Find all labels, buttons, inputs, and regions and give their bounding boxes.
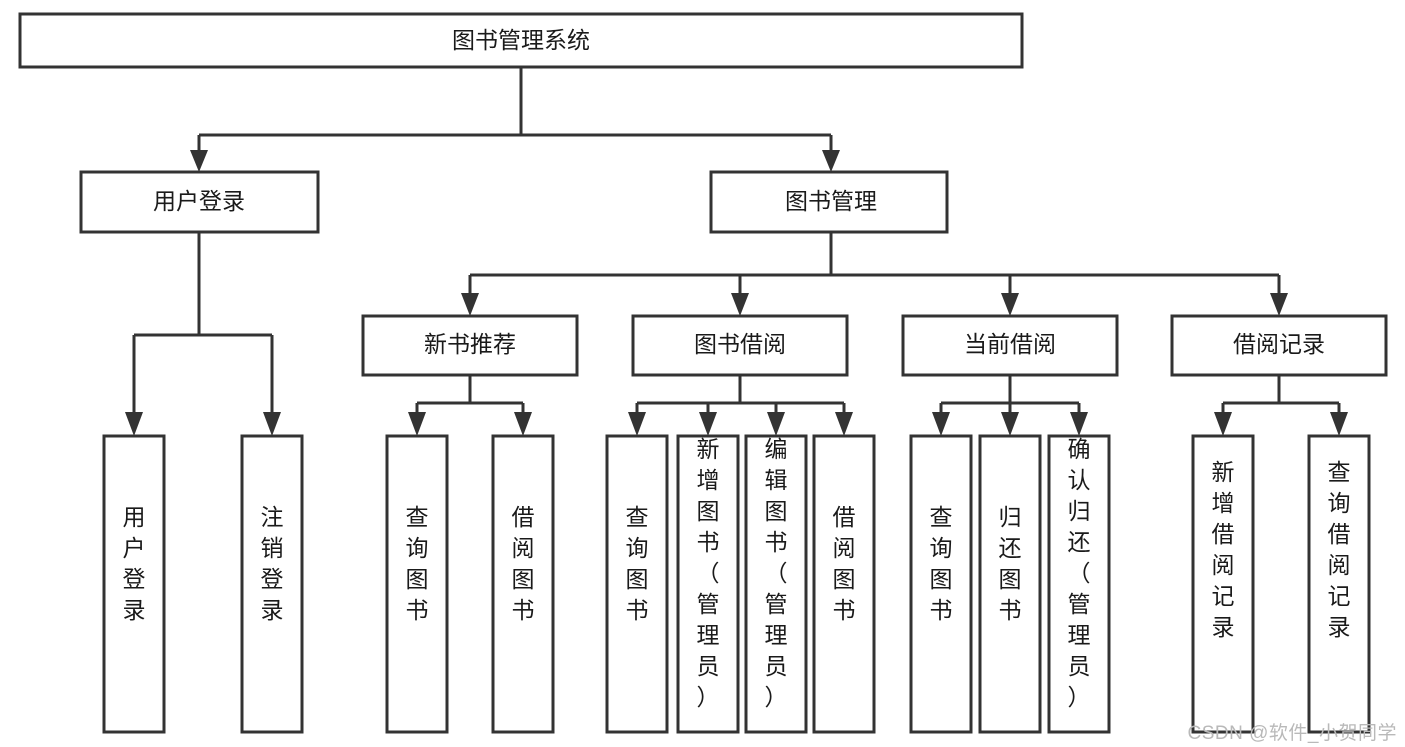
arrow-head-leaf-logout-login <box>263 412 281 436</box>
connector-layer <box>125 67 1348 436</box>
arrow-head-leaf-confirm-return <box>1070 412 1088 436</box>
node-user-login-label: 用户登录 <box>153 188 245 214</box>
node-leaf-add-book-label: 新增图书（管理员） <box>697 436 720 710</box>
node-leaf-add-book[interactable]: 新增图书（管理员） <box>676 434 740 734</box>
node-current-borrow-box[interactable] <box>901 314 1119 377</box>
node-root-box[interactable] <box>18 12 1024 69</box>
arrow-head-leaf-query-book-2 <box>628 412 646 436</box>
node-leaf-logout-login[interactable]: 注销登录 <box>240 434 304 734</box>
node-leaf-add-book-box[interactable] <box>676 434 740 734</box>
node-leaf-edit-book-box[interactable] <box>744 434 808 734</box>
node-new-book-recommend-box[interactable] <box>361 314 579 377</box>
node-leaf-query-record-box[interactable] <box>1307 434 1371 734</box>
node-book-management[interactable]: 图书管理 <box>709 170 949 234</box>
arrow-head-leaf-query-book-1 <box>408 412 426 436</box>
node-leaf-return-book-box[interactable] <box>978 434 1042 734</box>
node-root-label: 图书管理系统 <box>452 27 590 53</box>
node-leaf-query-book-1-box[interactable] <box>385 434 449 734</box>
node-leaf-return-book-label: 归还图书 <box>999 504 1022 623</box>
arrow-head-borrow-record <box>1270 293 1288 316</box>
node-leaf-query-book-2-box[interactable] <box>605 434 669 734</box>
node-leaf-query-record[interactable]: 查询借阅记录 <box>1307 434 1371 734</box>
node-leaf-confirm-return-label: 确认归还（管理员） <box>1068 436 1091 710</box>
arrow-head-leaf-user-login <box>125 412 143 436</box>
arrow-head-leaf-edit-book <box>767 412 785 436</box>
node-leaf-add-record-box[interactable] <box>1191 434 1255 734</box>
node-leaf-query-book-1[interactable]: 查询图书 <box>385 434 449 734</box>
node-leaf-query-book-2-label: 查询图书 <box>626 504 649 623</box>
node-book-borrow-label: 图书借阅 <box>694 331 786 357</box>
node-leaf-borrow-book-1-label: 借阅图书 <box>512 504 535 623</box>
node-leaf-return-book[interactable]: 归还图书 <box>978 434 1042 734</box>
node-leaf-borrow-book-2[interactable]: 借阅图书 <box>812 434 876 734</box>
arrow-head-user-login <box>190 150 208 172</box>
node-leaf-confirm-return-box[interactable] <box>1047 434 1111 734</box>
node-leaf-query-book-1-label: 查询图书 <box>406 504 429 623</box>
arrow-head-leaf-query-record <box>1330 412 1348 436</box>
arrow-head-leaf-add-record <box>1214 412 1232 436</box>
arrow-head-leaf-borrow-book-1 <box>514 412 532 436</box>
arrow-head-current-borrow <box>1001 293 1019 316</box>
node-user-login[interactable]: 用户登录 <box>79 170 320 234</box>
arrow-head-book-borrow <box>731 293 749 316</box>
node-user-login-box[interactable] <box>79 170 320 234</box>
node-book-borrow[interactable]: 图书借阅 <box>631 314 849 377</box>
node-current-borrow[interactable]: 当前借阅 <box>901 314 1119 377</box>
node-new-book-recommend-label: 新书推荐 <box>424 331 516 357</box>
node-new-book-recommend[interactable]: 新书推荐 <box>361 314 579 377</box>
node-root[interactable]: 图书管理系统 <box>18 12 1024 69</box>
node-leaf-query-book-3-label: 查询图书 <box>930 504 953 623</box>
node-leaf-add-record-label: 新增借阅记录 <box>1212 459 1235 640</box>
arrow-head-new-book-recommend <box>461 293 479 316</box>
node-borrow-record-box[interactable] <box>1170 314 1388 377</box>
arrow-head-leaf-add-book <box>699 412 717 436</box>
node-leaf-logout-login-box[interactable] <box>240 434 304 734</box>
arrow-head-leaf-return-book <box>1001 412 1019 436</box>
node-leaf-add-record[interactable]: 新增借阅记录 <box>1191 434 1255 734</box>
node-leaf-borrow-book-2-label: 借阅图书 <box>833 504 856 623</box>
node-leaf-edit-book[interactable]: 编辑图书（管理员） <box>744 434 808 734</box>
node-leaf-borrow-book-1-box[interactable] <box>491 434 555 734</box>
arrow-head-leaf-query-book-3 <box>932 412 950 436</box>
node-book-management-label: 图书管理 <box>785 188 877 214</box>
node-leaf-query-book-3-box[interactable] <box>909 434 973 734</box>
arrow-head-leaf-borrow-book-2 <box>835 412 853 436</box>
node-leaf-query-record-label: 查询借阅记录 <box>1328 459 1351 640</box>
node-leaf-logout-login-label: 注销登录 <box>261 504 284 623</box>
node-leaf-user-login-box[interactable] <box>102 434 166 734</box>
node-leaf-borrow-book-1[interactable]: 借阅图书 <box>491 434 555 734</box>
node-borrow-record-label: 借阅记录 <box>1233 331 1325 357</box>
node-borrow-record[interactable]: 借阅记录 <box>1170 314 1388 377</box>
node-leaf-borrow-book-2-box[interactable] <box>812 434 876 734</box>
node-book-borrow-box[interactable] <box>631 314 849 377</box>
arrow-head-book-management <box>822 150 840 172</box>
node-current-borrow-label: 当前借阅 <box>964 331 1056 357</box>
node-leaf-confirm-return[interactable]: 确认归还（管理员） <box>1047 434 1111 734</box>
node-leaf-edit-book-label: 编辑图书（管理员） <box>765 436 788 710</box>
node-book-management-box[interactable] <box>709 170 949 234</box>
node-leaf-query-book-3[interactable]: 查询图书 <box>909 434 973 734</box>
node-leaf-user-login[interactable]: 用户登录 <box>102 434 166 734</box>
node-leaf-query-book-2[interactable]: 查询图书 <box>605 434 669 734</box>
csdn-watermark: CSDN @软件_小贺同学 <box>1187 723 1397 744</box>
node-leaf-user-login-label: 用户登录 <box>123 504 146 623</box>
